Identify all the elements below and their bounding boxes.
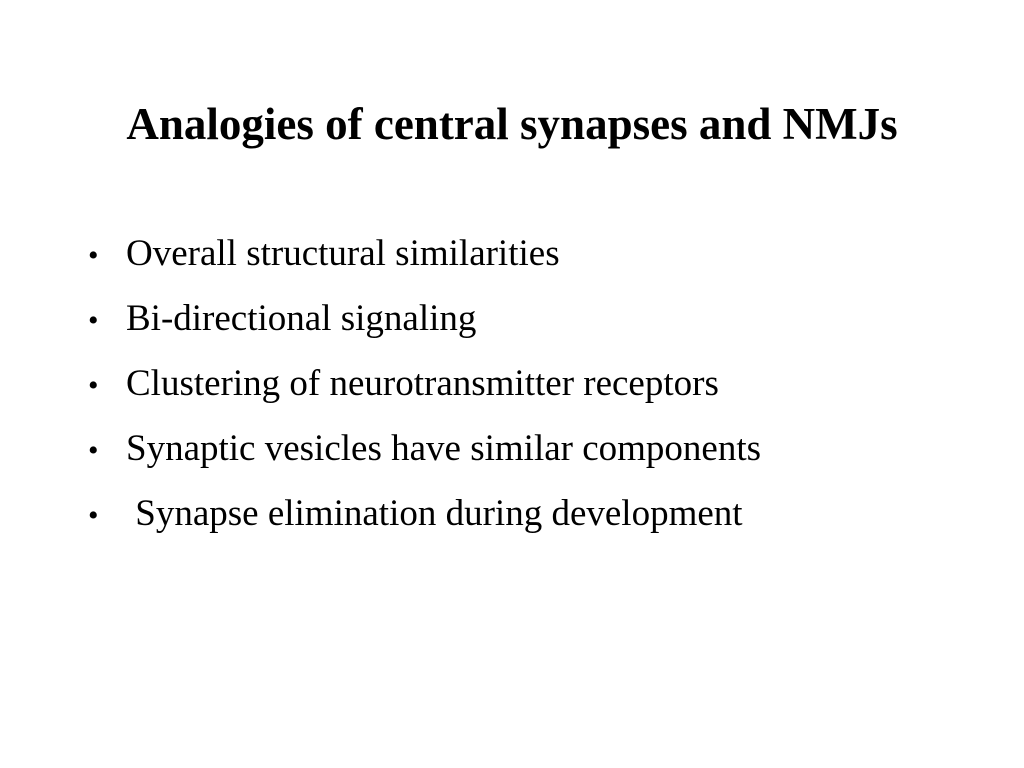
bullet-text: Synapse elimination during development bbox=[126, 493, 743, 534]
slide-title: Analogies of central synapses and NMJs bbox=[126, 99, 898, 149]
list-item: • Bi-directional signaling bbox=[88, 298, 761, 363]
list-item: • Synaptic vesicles have similar compone… bbox=[88, 428, 761, 493]
bullet-text: Synaptic vesicles have similar component… bbox=[126, 428, 762, 469]
list-item: • Clustering of neurotransmitter recepto… bbox=[88, 363, 761, 428]
bullet-icon: • bbox=[88, 499, 99, 532]
bullet-text: Clustering of neurotransmitter receptors bbox=[126, 363, 719, 404]
bullet-text: Bi-directional signaling bbox=[126, 298, 477, 339]
bullet-icon: • bbox=[88, 239, 99, 272]
bullet-list: • Overall structural similarities • Bi-d… bbox=[88, 233, 761, 558]
list-item: • Synapse elimination during development bbox=[88, 493, 761, 558]
bullet-icon: • bbox=[88, 304, 99, 337]
bullet-icon: • bbox=[88, 369, 99, 402]
list-item: • Overall structural similarities bbox=[88, 233, 761, 298]
bullet-text: Overall structural similarities bbox=[126, 233, 560, 274]
bullet-icon: • bbox=[88, 434, 99, 467]
